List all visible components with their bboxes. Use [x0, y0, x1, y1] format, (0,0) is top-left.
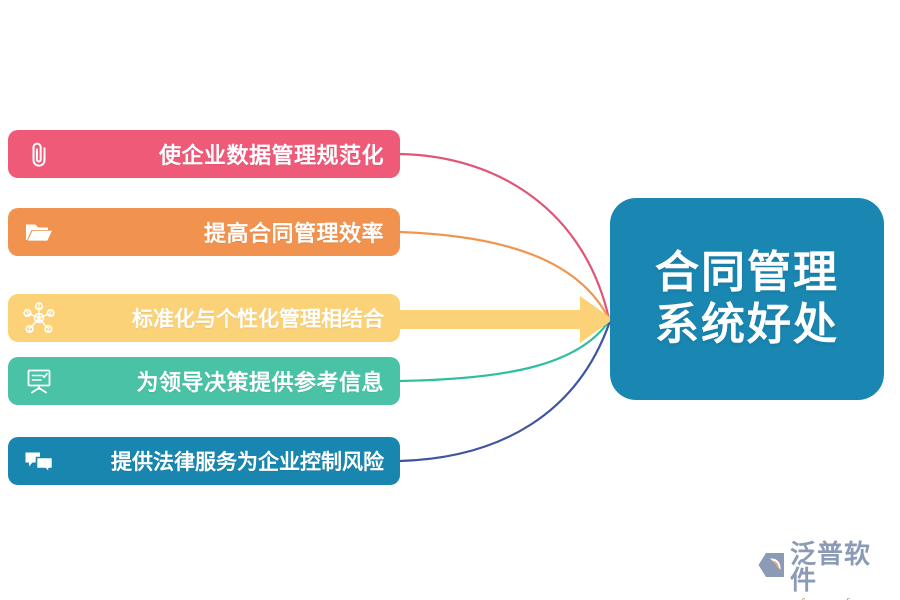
- benefit-bar-4[interactable]: 提供法律服务为企业控制风险: [8, 437, 400, 485]
- network-nodes-icon: [22, 301, 56, 335]
- connector-line-1: [398, 230, 611, 321]
- main-topic-line-1: 合同管理: [655, 248, 839, 298]
- logo-row: 泛普软件: [757, 541, 893, 593]
- logo-url: www.fanpusoft.com: [768, 596, 882, 600]
- logo-name: 泛普软件: [790, 539, 872, 595]
- main-topic-card: 合同管理 系统好处: [610, 198, 884, 400]
- brand-watermark: 泛普软件 www.fanpusoft.com: [757, 541, 893, 600]
- connector-line-3: [398, 319, 611, 383]
- chat-bubbles-icon: [22, 444, 56, 478]
- benefit-label-3: 为领导决策提供参考信息: [136, 370, 384, 395]
- benefit-label-4: 提供法律服务为企业控制风险: [111, 451, 384, 474]
- folder-icon: [22, 215, 56, 249]
- fanpu-hexagon-icon: [757, 550, 787, 585]
- benefit-bar-0[interactable]: 使企业数据管理规范化: [8, 130, 400, 178]
- connector-arrow-2: [398, 296, 613, 343]
- connector-line-0: [398, 152, 611, 321]
- connector-line-4: [398, 319, 612, 463]
- benefit-bar-3[interactable]: 为领导决策提供参考信息: [8, 357, 400, 405]
- benefit-bar-1[interactable]: 提高合同管理效率: [8, 208, 400, 256]
- paperclip-icon: [22, 137, 56, 171]
- benefit-label-2: 标准化与个性化管理相结合: [132, 308, 384, 331]
- presentation-board-icon: [22, 364, 56, 398]
- main-topic-line-2: 系统好处: [655, 300, 839, 349]
- benefit-label-0: 使企业数据管理规范化: [158, 143, 384, 168]
- benefit-label-1: 提高合同管理效率: [203, 221, 384, 246]
- benefit-bar-2[interactable]: 标准化与个性化管理相结合: [8, 294, 400, 342]
